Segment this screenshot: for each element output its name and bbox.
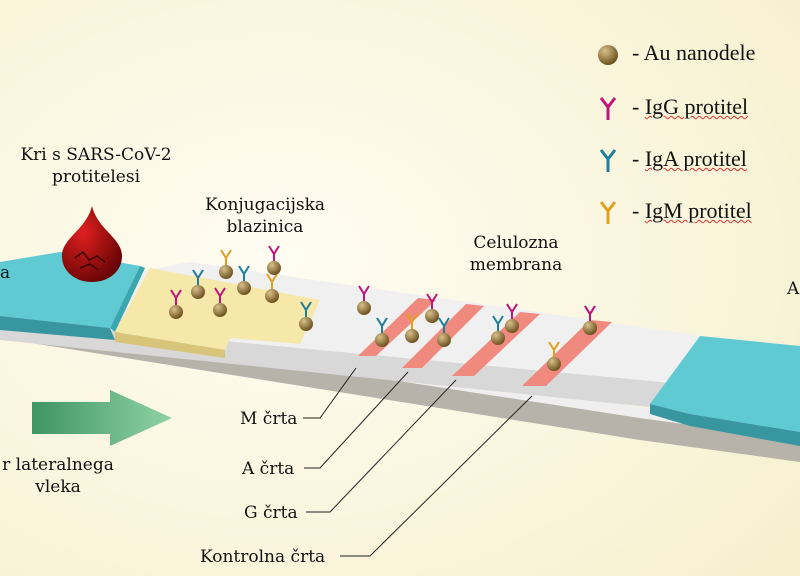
gold-nanoparticle xyxy=(169,305,183,319)
conjugation-pad-label: Konjugacijska blazinica xyxy=(204,195,326,237)
gold-nanoparticle xyxy=(405,329,419,343)
antibody-marker xyxy=(438,317,450,333)
absorbent-pad xyxy=(650,336,800,432)
gold-nanoparticle xyxy=(213,303,227,317)
antibody-marker xyxy=(548,341,560,357)
g-line-label: G črta xyxy=(244,503,298,523)
m-line-label: M črta xyxy=(240,409,298,429)
a-line-leader xyxy=(304,371,409,469)
antibody-marker xyxy=(506,303,518,319)
antibody-marker xyxy=(266,273,278,289)
gold-nanoparticle xyxy=(237,281,251,295)
antibody-marker xyxy=(170,289,182,305)
legend-label-au: - Au nanodele xyxy=(632,40,756,65)
m-line-leader xyxy=(303,367,357,419)
particle-group xyxy=(169,245,597,371)
control-line-leader xyxy=(340,395,533,557)
antibody-marker xyxy=(192,269,204,285)
antibody-marker xyxy=(584,305,596,321)
blood-drop-icon xyxy=(62,206,122,282)
gold-nanoparticle xyxy=(191,285,205,299)
flow-direction-label: r lateralnega vleka xyxy=(2,455,114,497)
g-line-leader xyxy=(306,379,457,513)
gold-nanoparticle xyxy=(505,319,519,333)
gold-nanoparticle xyxy=(357,301,371,315)
antibody-marker xyxy=(406,313,418,329)
gold-nanoparticle xyxy=(265,289,279,303)
gold-nanoparticle xyxy=(425,309,439,323)
sample-pad-label-cut: a xyxy=(0,263,11,283)
control-line-band xyxy=(522,320,612,386)
gold-nanoparticle xyxy=(299,317,313,331)
igg-antibody-icon xyxy=(599,97,617,120)
a-line-label: A črta xyxy=(242,459,295,479)
legend-label-igg: - IgG protitel xyxy=(632,94,749,119)
legend-label-iga: - IgA protitel xyxy=(632,146,747,171)
gold-nanoparticle xyxy=(583,321,597,335)
absorbent-pad-label-cut: A xyxy=(787,279,800,299)
antibody-marker xyxy=(426,293,438,309)
gold-nanoparticle xyxy=(437,333,451,347)
legend-label-igm: - IgM protitel xyxy=(632,198,752,223)
gold-nanoparticle-icon xyxy=(598,45,618,65)
antibody-marker xyxy=(238,265,250,281)
gold-nanoparticle xyxy=(267,261,281,275)
antibody-marker xyxy=(492,315,504,331)
iga-antibody-icon xyxy=(599,149,617,172)
gold-nanoparticle xyxy=(219,265,233,279)
antibody-marker xyxy=(300,301,312,317)
blood-sample-label: Kri s SARS-CoV-2 protitelesi xyxy=(20,145,172,187)
antibody-marker xyxy=(376,317,388,333)
igm-antibody-icon xyxy=(599,201,617,224)
antibody-marker xyxy=(358,285,370,301)
membrane-label: Celulozna membrana xyxy=(469,233,563,275)
flow-direction-arrow xyxy=(32,390,172,446)
antibody-marker xyxy=(268,245,280,261)
gold-nanoparticle xyxy=(547,357,561,371)
antibody-marker xyxy=(220,249,232,265)
control-line-label: Kontrolna črta xyxy=(200,547,326,567)
gold-nanoparticle xyxy=(375,333,389,347)
gold-nanoparticle xyxy=(491,331,505,345)
antibody-marker xyxy=(214,287,226,303)
